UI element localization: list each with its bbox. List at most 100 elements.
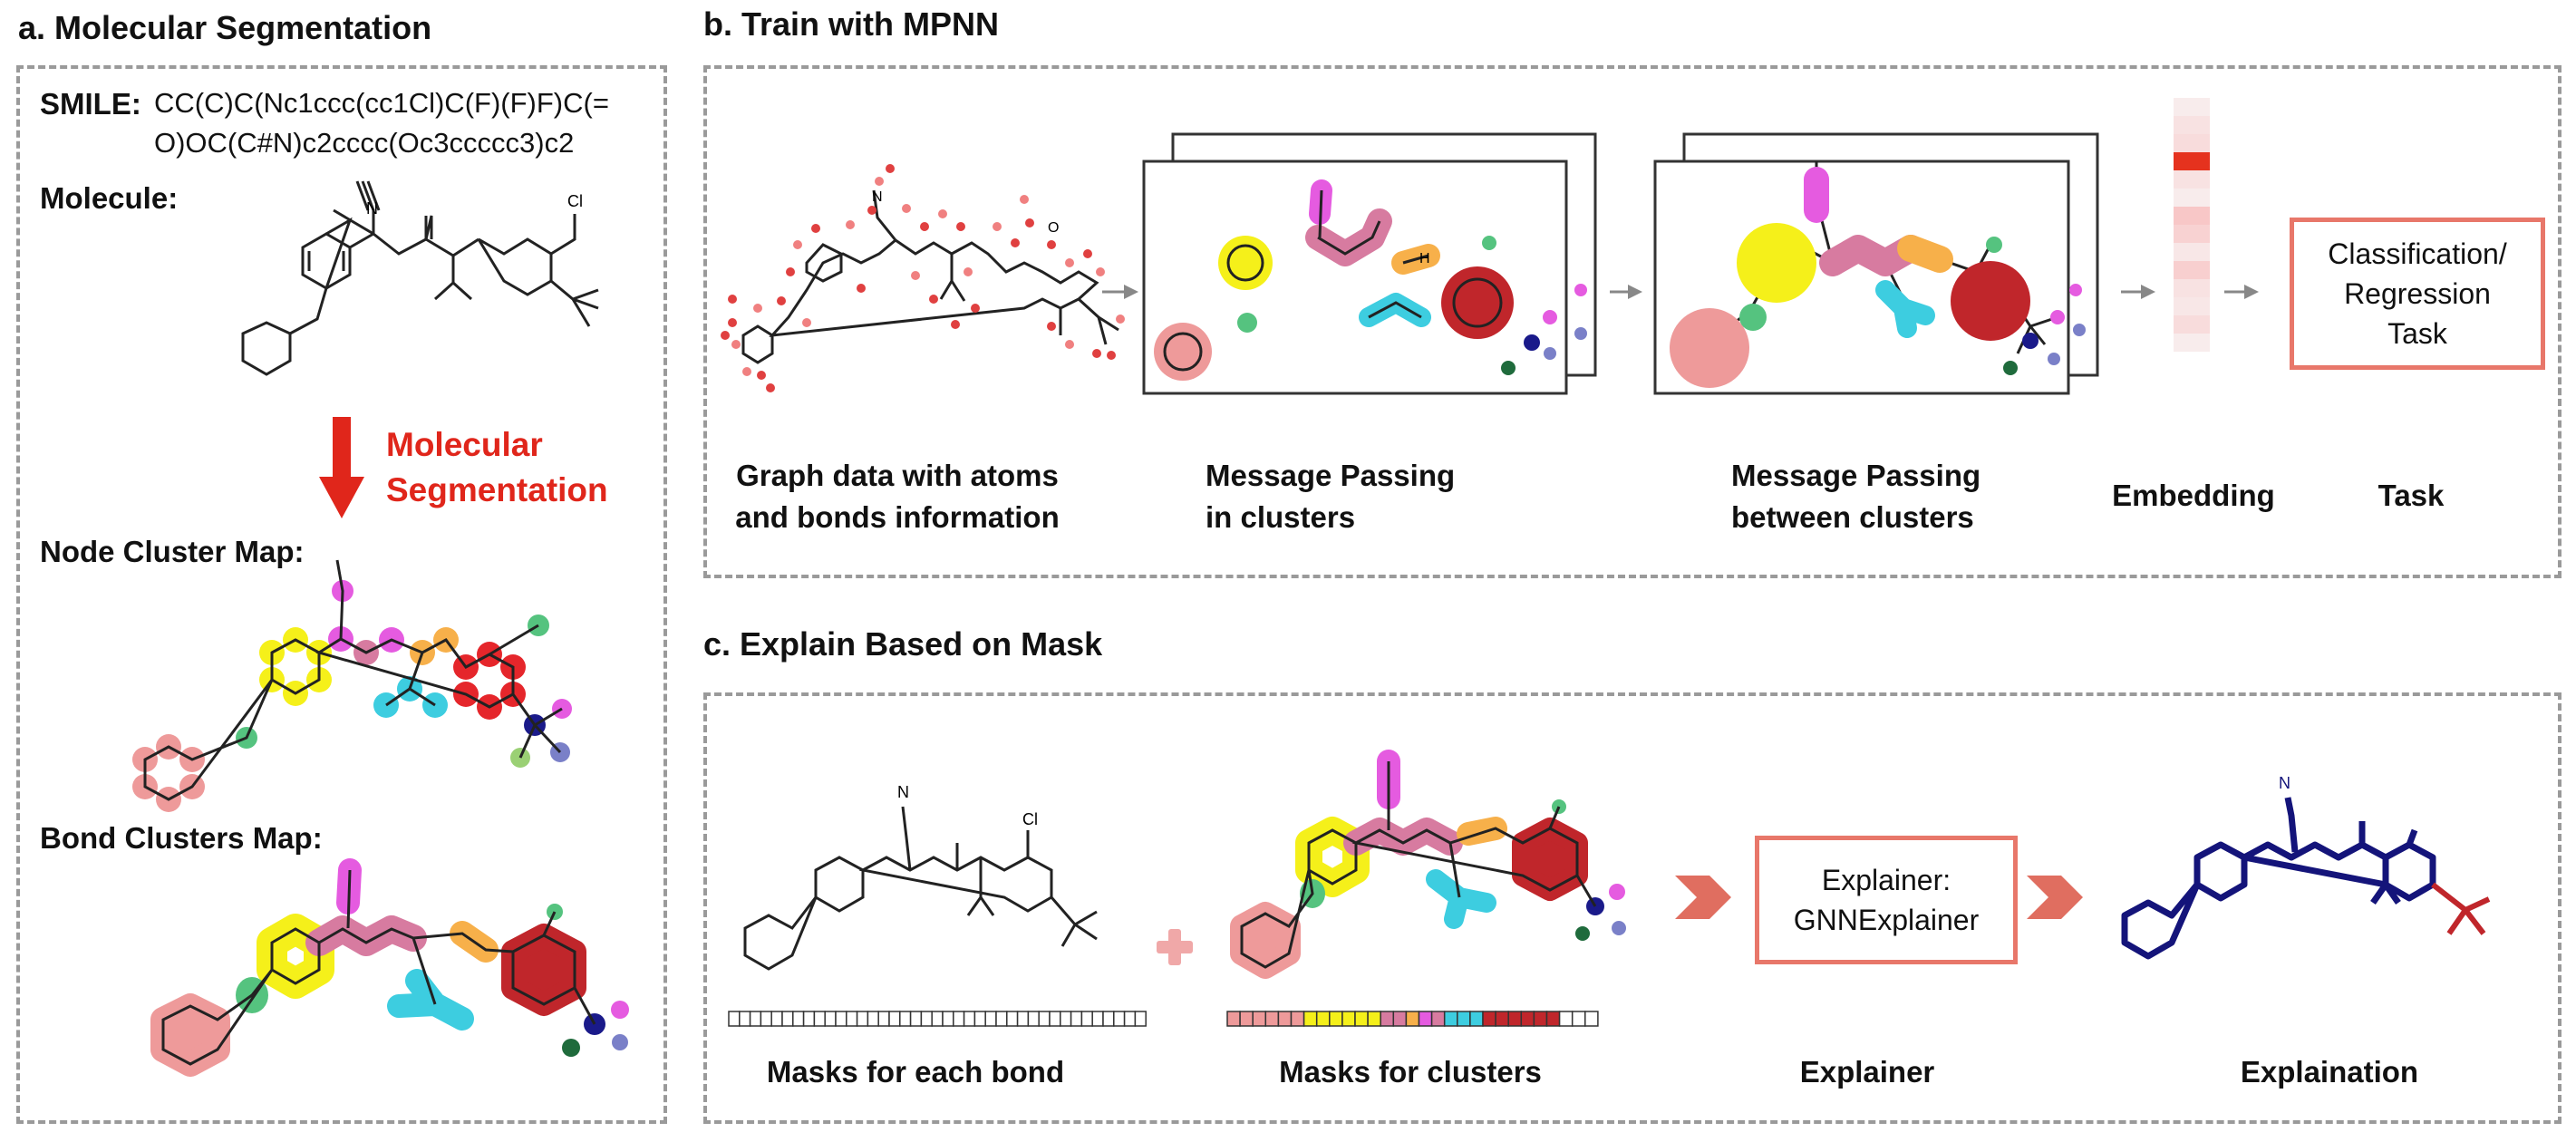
bond-mask-strip bbox=[728, 1011, 1147, 1027]
bond-mask-cell bbox=[909, 1011, 923, 1027]
bond-mask-cell bbox=[953, 1011, 965, 1027]
atom-label-n-graph: N bbox=[872, 189, 883, 205]
embedding-cell bbox=[2174, 297, 2210, 315]
cluster-mask-cell bbox=[1584, 1011, 1599, 1027]
cluster-mask-cell bbox=[1545, 1011, 1561, 1027]
step2-caption: Message Passing in clusters bbox=[1206, 455, 1532, 538]
plus-icon bbox=[1157, 929, 1193, 965]
bond-mask-cell bbox=[867, 1011, 879, 1027]
bond-mask-cell bbox=[1027, 1011, 1040, 1027]
embedding-cell bbox=[2174, 152, 2210, 170]
mp-between-clusters-cards bbox=[1653, 132, 2099, 395]
bond-mask-cell bbox=[813, 1011, 826, 1027]
bond-mask-cell bbox=[781, 1011, 794, 1027]
bond-mask-cell bbox=[1123, 1011, 1137, 1027]
bond-mask-cell bbox=[856, 1011, 869, 1027]
smile-line-2: O)OC(C#N)c2cccc(Oc3ccccc3)c2 bbox=[154, 127, 575, 159]
molecule-drawing bbox=[241, 180, 599, 376]
cluster-mask-strip bbox=[1226, 1011, 1599, 1027]
explainer-box-line1: Explainer: bbox=[1821, 864, 1951, 896]
atom-label-n-explanation: N bbox=[2279, 774, 2290, 792]
step5-caption: Task bbox=[2377, 479, 2445, 512]
bond-mask-cell bbox=[984, 1011, 997, 1027]
cluster-mask-cell bbox=[1315, 1011, 1331, 1027]
panel-b-title: b. Train with MPNN bbox=[703, 5, 1000, 43]
bond-mask-cell bbox=[920, 1011, 933, 1027]
embedding-cell bbox=[2174, 134, 2210, 152]
bond-mask-cell bbox=[802, 1011, 816, 1027]
bond-mask-cell bbox=[846, 1011, 858, 1027]
cluster-mask-cell bbox=[1226, 1011, 1241, 1027]
panel-b-frame bbox=[703, 65, 2561, 578]
bond-mask-cell bbox=[770, 1011, 783, 1027]
cluster-mask-cell bbox=[1558, 1011, 1574, 1027]
molecule-label: Molecule: bbox=[40, 181, 179, 215]
embedding-cell bbox=[2174, 279, 2210, 297]
chevron-arrow-1 bbox=[1675, 876, 1731, 919]
embedding-cell bbox=[2174, 189, 2210, 207]
embedding-cell bbox=[2174, 225, 2210, 243]
atom-label-n-panelc: N bbox=[897, 783, 909, 801]
cluster-mask-cell bbox=[1533, 1011, 1548, 1027]
caption-explainer: Explainer bbox=[1799, 1055, 1935, 1089]
bond-mask-cell bbox=[792, 1011, 805, 1027]
bond-cluster-map bbox=[150, 858, 629, 1077]
caption-cluster-masks: Masks for clusters bbox=[1279, 1055, 1542, 1089]
cluster-mask-cell bbox=[1443, 1011, 1458, 1027]
cluster-mask-cell bbox=[1430, 1011, 1446, 1027]
cluster-mask-cell bbox=[1252, 1011, 1267, 1027]
bond-mask-cell bbox=[1091, 1011, 1104, 1027]
cluster-mask-cell bbox=[1469, 1011, 1484, 1027]
step1-caption: Graph data with atoms and bonds informat… bbox=[734, 455, 1060, 538]
graph-data-molecule bbox=[741, 189, 1119, 364]
cluster-mask-molecule bbox=[1230, 750, 1626, 979]
cluster-mask-cell bbox=[1277, 1011, 1293, 1027]
embedding-cell bbox=[2174, 334, 2210, 352]
cluster-mask-cell bbox=[1405, 1011, 1420, 1027]
embedding-cell bbox=[2174, 315, 2210, 334]
embedding-cell bbox=[2174, 261, 2210, 279]
explainer-box-line2: GNNExplainer bbox=[1793, 904, 1980, 936]
bond-mask-molecule bbox=[743, 806, 1098, 971]
mp-in-clusters-cards bbox=[1142, 132, 1597, 395]
step3-caption: Message Passing between clusters bbox=[1731, 455, 2058, 538]
bond-mask-cell bbox=[1102, 1011, 1115, 1027]
step2-caption-line2: in clusters bbox=[1206, 500, 1356, 534]
panel-c-title: c. Explain Based on Mask bbox=[703, 625, 1103, 663]
embedding-cell bbox=[2174, 243, 2210, 261]
bond-mask-cell bbox=[888, 1011, 901, 1027]
bond-mask-cell bbox=[1016, 1011, 1030, 1027]
step1-caption-line2: and bonds information bbox=[735, 500, 1060, 534]
cluster-mask-cell bbox=[1520, 1011, 1535, 1027]
atom-label-cl-mol: Cl bbox=[567, 192, 583, 210]
bond-mask-cell bbox=[1134, 1011, 1147, 1027]
cluster-mask-cell bbox=[1507, 1011, 1523, 1027]
bond-mask-cell bbox=[1049, 1011, 1061, 1027]
panel-a-title: a. Molecular Segmentation bbox=[18, 9, 432, 46]
cluster-mask-cell bbox=[1457, 1011, 1471, 1027]
cluster-mask-cell bbox=[1392, 1011, 1408, 1027]
bond-mask-cell bbox=[995, 1011, 1008, 1027]
bond-mask-cell bbox=[760, 1011, 772, 1027]
atom-label-cl-panelc: Cl bbox=[1022, 810, 1038, 828]
bond-mask-cell bbox=[899, 1011, 912, 1027]
task-box-line1: Classification/ bbox=[2328, 237, 2507, 270]
bond-mask-cell bbox=[963, 1011, 976, 1027]
segmentation-text: Molecular Segmentation bbox=[386, 422, 608, 513]
task-box-line2: Regression bbox=[2344, 277, 2491, 310]
cluster-mask-cell bbox=[1303, 1011, 1318, 1027]
bond-mask-cell bbox=[835, 1011, 847, 1027]
cluster-mask-cell bbox=[1239, 1011, 1254, 1027]
cluster-mask-cell bbox=[1380, 1011, 1395, 1027]
cluster-mask-cell bbox=[1367, 1011, 1381, 1027]
panel-a-frame bbox=[16, 65, 667, 1124]
atom-label-h-cluster: H bbox=[1419, 251, 1430, 266]
bond-mask-cell bbox=[1080, 1011, 1093, 1027]
task-box: Classification/ Regression Task bbox=[2290, 218, 2545, 370]
bond-mask-cell bbox=[1038, 1011, 1051, 1027]
cluster-mask-cell bbox=[1329, 1011, 1343, 1027]
cluster-mask-cell bbox=[1495, 1011, 1509, 1027]
bond-mask-cell bbox=[1006, 1011, 1019, 1027]
step3-caption-line2: between clusters bbox=[1731, 500, 1974, 534]
cluster-mask-cell bbox=[1290, 1011, 1305, 1027]
